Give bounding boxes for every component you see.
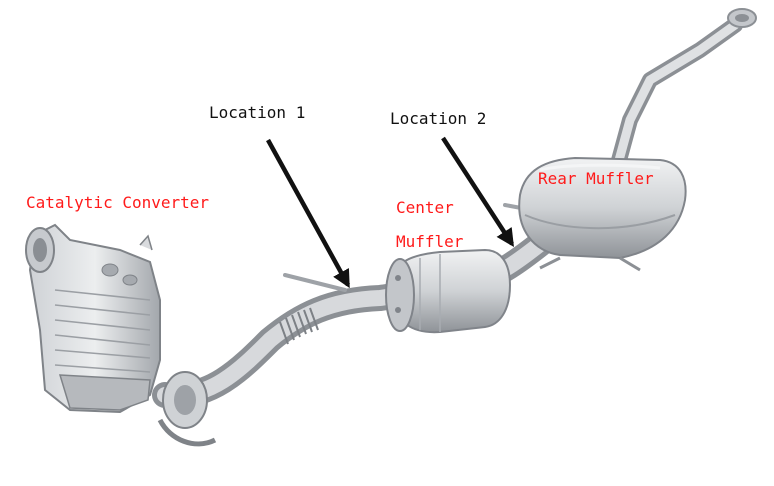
location-2-label: Location 2 (390, 109, 486, 128)
catalytic-converter (25, 223, 217, 447)
center-muffler-label-line1: Center (396, 198, 454, 217)
location-2-arrow (441, 136, 514, 248)
catalytic-converter-label: Catalytic Converter (26, 193, 209, 212)
location-1-label: Location 1 (209, 103, 305, 122)
tailpipe (592, 8, 757, 238)
center-muffler (385, 248, 512, 334)
rear-muffler (518, 156, 687, 272)
location-1-arrow (266, 138, 350, 289)
center-muffler-label-line2: Muffler (396, 232, 464, 251)
rear-muffler-label: Rear Muffler (538, 169, 654, 188)
